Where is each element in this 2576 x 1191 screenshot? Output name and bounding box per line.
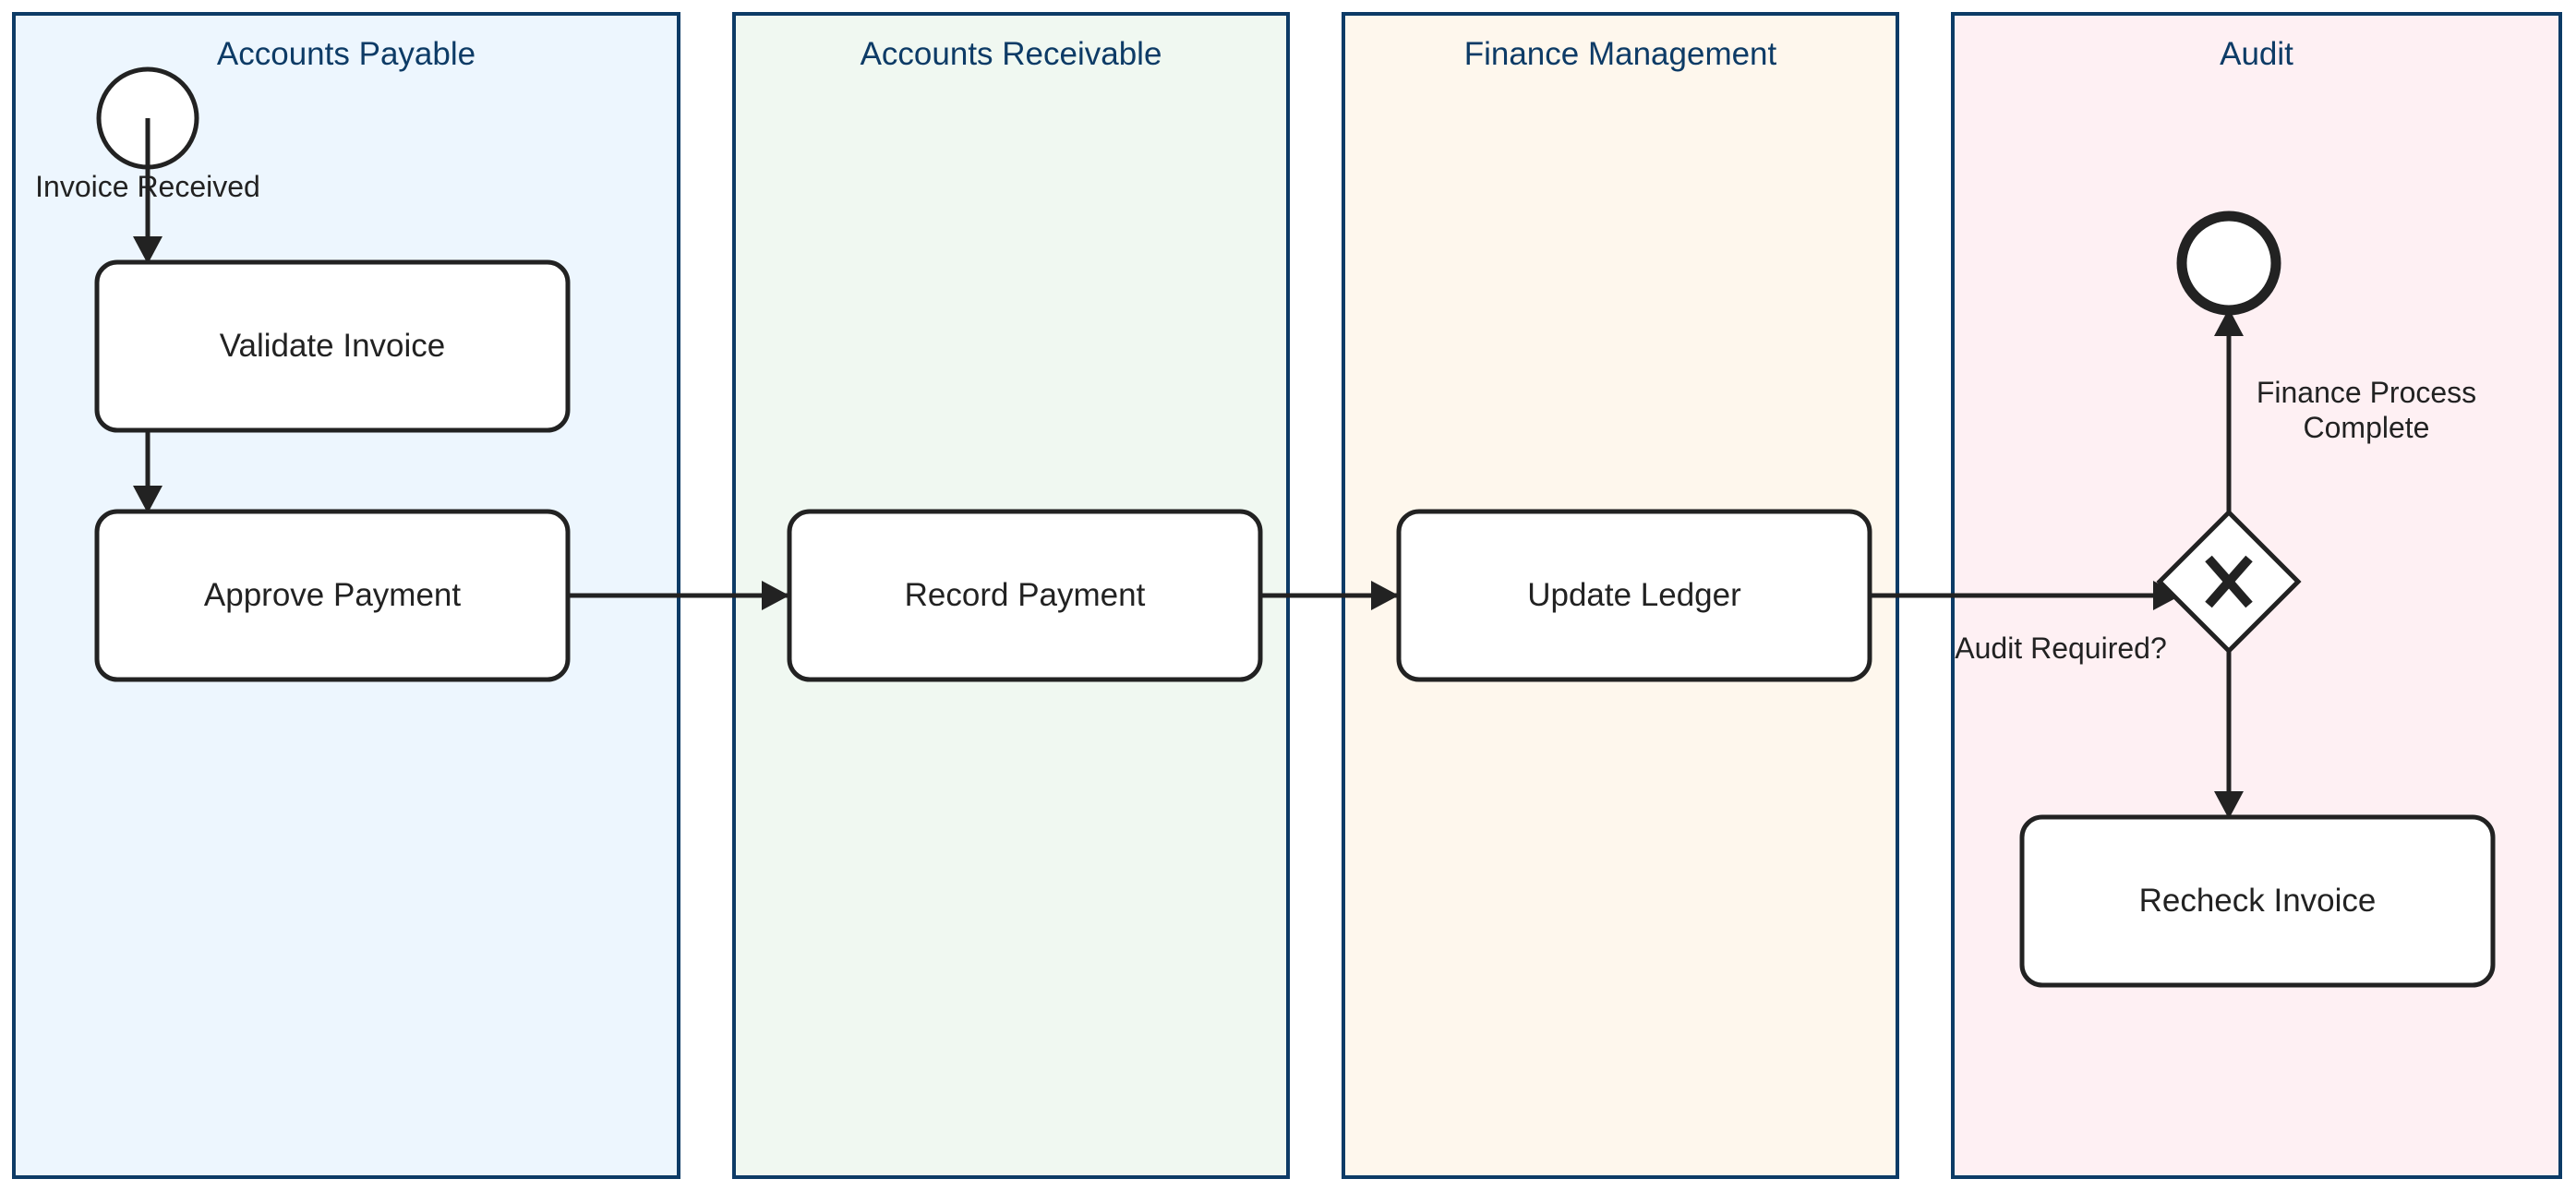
task-update-ledger-box[interactable] [1396, 509, 1872, 682]
gateway-label: Audit Required? [1955, 632, 2166, 665]
task-record-payment-label: Record Payment [905, 577, 1146, 613]
end-event-label-line1: Finance Process [2257, 376, 2476, 409]
task-recheck-invoice-label: Recheck Invoice [2139, 883, 2377, 919]
lane-title-audit: Audit [2220, 36, 2293, 72]
gateway-audit-required[interactable] [2156, 509, 2302, 655]
end-event-label-line2: Complete [2304, 411, 2430, 444]
task-approve-payment[interactable]: Approve Payment [94, 509, 571, 682]
lane-title-finance-management: Finance Management [1464, 36, 1777, 72]
task-validate-invoice[interactable]: Validate Invoice [94, 259, 571, 433]
task-recheck-invoice[interactable]: Recheck Invoice [2019, 814, 2496, 988]
task-recheck-invoice-box[interactable] [2019, 814, 2496, 988]
task-validate-invoice-box[interactable] [94, 259, 571, 433]
task-approve-payment-box[interactable] [94, 509, 571, 682]
start-event-label: Invoice Received [35, 170, 260, 203]
task-approve-payment-label: Approve Payment [204, 577, 461, 613]
lane-title-accounts-payable: Accounts Payable [217, 36, 475, 72]
task-update-ledger-label: Update Ledger [1527, 577, 1741, 613]
task-validate-invoice-label: Validate Invoice [220, 328, 446, 364]
lane-title-accounts-receivable: Accounts Receivable [861, 36, 1162, 72]
task-record-payment-box[interactable] [787, 509, 1263, 682]
task-record-payment[interactable]: Record Payment [787, 509, 1263, 682]
task-update-ledger[interactable]: Update Ledger [1396, 509, 1872, 682]
end-event[interactable] [2176, 211, 2281, 316]
gateway-x-icon-stroke [2205, 555, 2253, 608]
